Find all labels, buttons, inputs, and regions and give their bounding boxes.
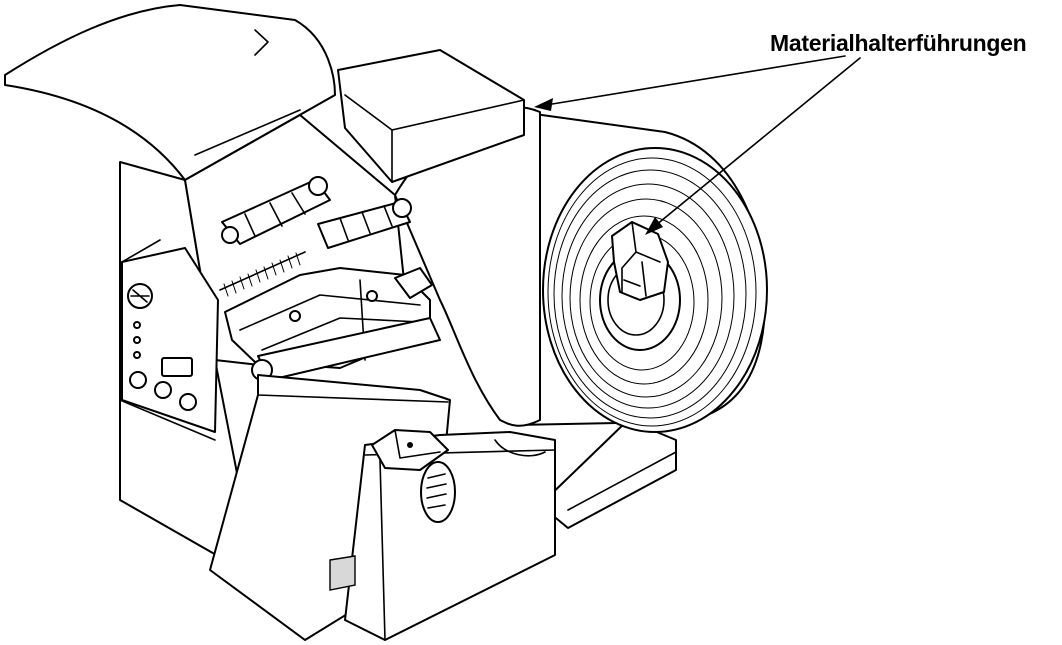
control-panel: [121, 239, 219, 433]
lcd-display: [161, 357, 193, 377]
front-base: [329, 429, 556, 641]
tension-spring: [219, 251, 306, 297]
arrow-head-upper: [534, 98, 553, 111]
callout-arrow-upper: [539, 55, 846, 107]
panel-button-2: [154, 381, 172, 399]
media-roll: [514, 111, 768, 433]
panel-button-3: [179, 393, 197, 411]
thumb-wheel: [420, 461, 456, 523]
arrow-head-lower: [645, 217, 663, 235]
tear-bar-latch: [371, 429, 449, 471]
callout-arrow-lower: [649, 57, 861, 231]
callout-label: Materialhalterführungen: [770, 30, 1027, 56]
ribbon-spindle-lower: [317, 198, 412, 249]
dial-knob: [127, 283, 153, 309]
ribbon-spindle-upper: [221, 176, 331, 245]
media-guide-clip: [611, 221, 669, 301]
base-plate: [539, 419, 677, 529]
panel-button-1: [129, 371, 147, 389]
callout-arrows: [534, 55, 861, 235]
print-mechanism: [219, 176, 441, 381]
